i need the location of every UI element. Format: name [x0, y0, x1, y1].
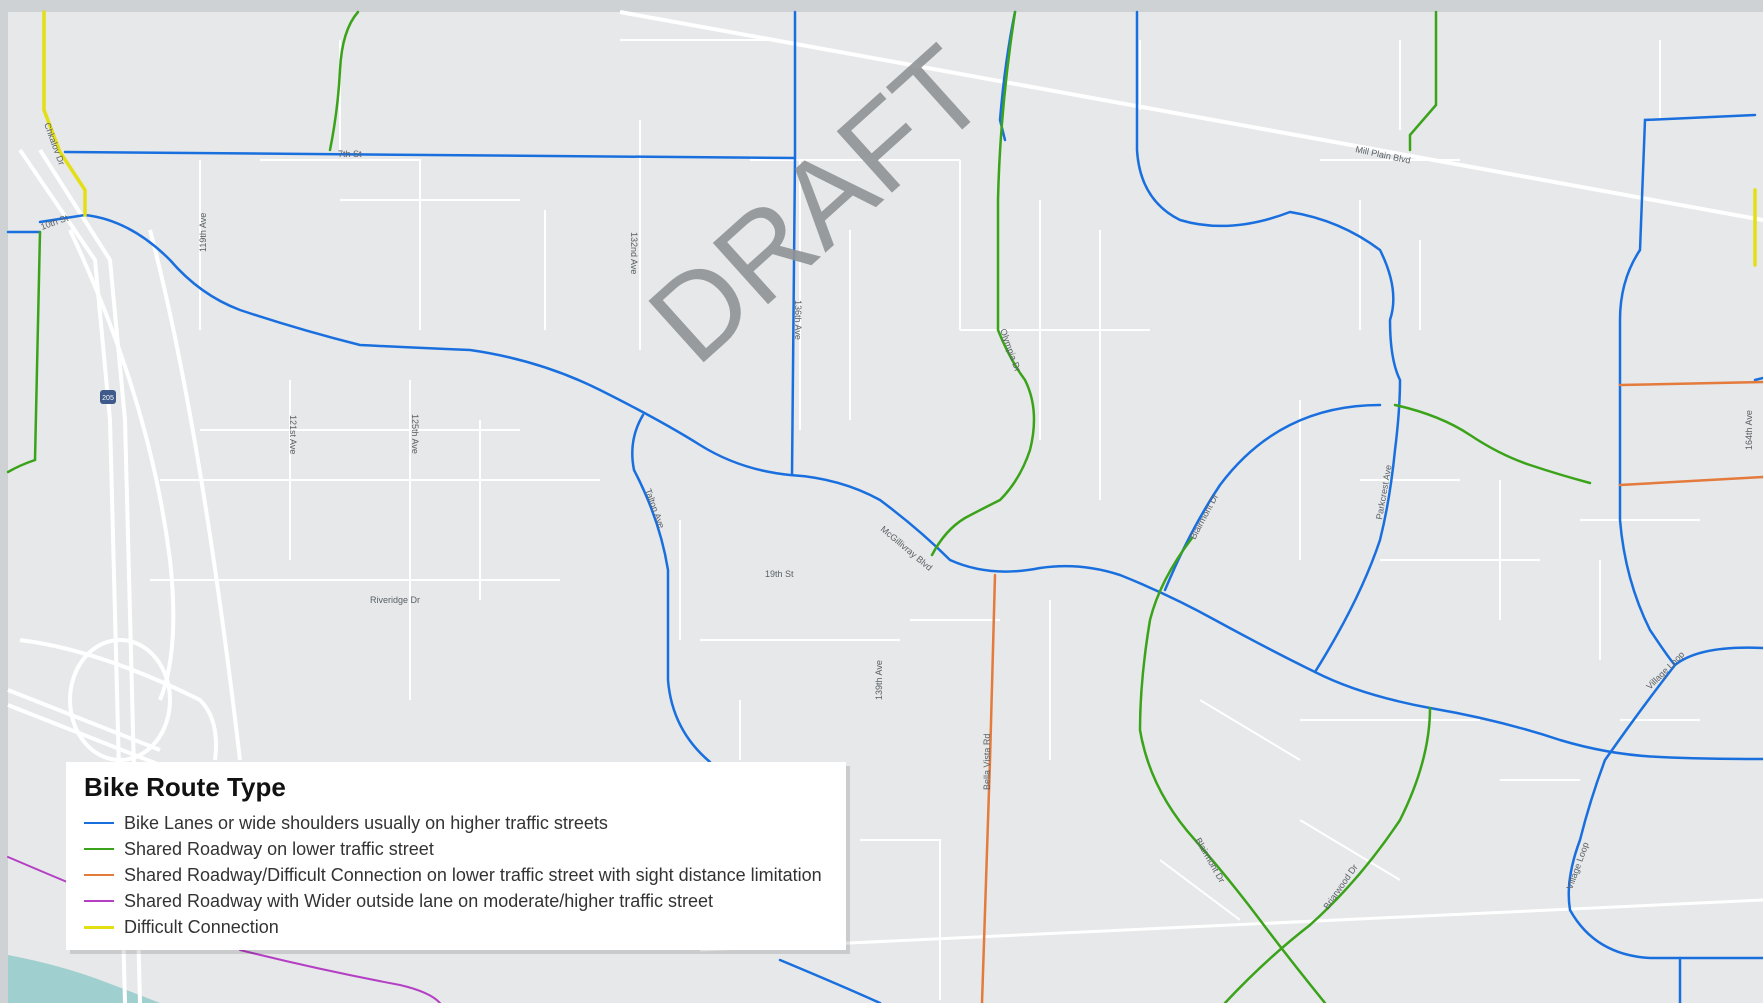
- label-riveridge-dr: Riveridge Dr: [370, 595, 420, 605]
- legend-label: Difficult Connection: [124, 916, 279, 937]
- label-164th-ave: 164th Ave: [1744, 410, 1754, 450]
- lower-arterial: [699, 898, 1763, 952]
- difficult-shared-routes: [980, 380, 1763, 1003]
- legend-swatch-yellow: [84, 925, 114, 929]
- label-bella-vista-rd: Bella Vista Rd: [982, 734, 992, 790]
- legend-label: Shared Roadway with Wider outside lane o…: [124, 890, 713, 911]
- legend-title: Bike Route Type: [84, 772, 286, 802]
- legend-item-shared-roadway: Shared Roadway on lower traffic street: [84, 836, 828, 862]
- label-139th-ave: 139th Ave: [874, 660, 884, 700]
- shared-roadway-routes: [6, 10, 1592, 1003]
- label-121st-ave: 121st Ave: [288, 415, 298, 454]
- legend-label: Shared Roadway on lower traffic street: [124, 838, 434, 859]
- legend-swatch-green: [84, 848, 114, 850]
- legend-label: Bike Lanes or wide shoulders usually on …: [124, 812, 608, 833]
- label-132nd-ave: 132nd Ave: [629, 232, 639, 274]
- interstate-shield: 205: [100, 390, 116, 404]
- legend-item-bike-lanes: Bike Lanes or wide shoulders usually on …: [84, 810, 828, 836]
- label-136th-ave: 136th Ave: [793, 300, 803, 340]
- label-19th-st: 19th St: [765, 569, 794, 579]
- mill-plain-blvd: [619, 10, 1763, 222]
- legend-label: Shared Roadway/Difficult Connection on l…: [124, 864, 822, 885]
- legend-swatch-orange: [84, 874, 114, 876]
- svg-text:205: 205: [102, 395, 114, 402]
- legend-item-difficult-shared: Shared Roadway/Difficult Connection on l…: [84, 862, 828, 888]
- legend-swatch-purple: [84, 900, 114, 902]
- legend-panel: Bike Route Type Bike Lanes or wide shoul…: [66, 762, 846, 950]
- label-7th-st: 7th St: [338, 149, 362, 159]
- label-125th-ave: 125th Ave: [410, 414, 420, 454]
- legend-swatch-blue: [84, 822, 114, 824]
- difficult-connection-routes: [42, 10, 1757, 267]
- legend-item-difficult-connection: Difficult Connection: [84, 914, 828, 940]
- river-water: [8, 955, 160, 1003]
- label-119th-ave: 119th Ave: [198, 213, 208, 252]
- freeway-i205: [7, 148, 242, 1003]
- bike-lane-routes: [6, 10, 1763, 1003]
- local-streets: [150, 39, 1700, 1000]
- legend-item-wide-outside-lane: Shared Roadway with Wider outside lane o…: [84, 888, 828, 914]
